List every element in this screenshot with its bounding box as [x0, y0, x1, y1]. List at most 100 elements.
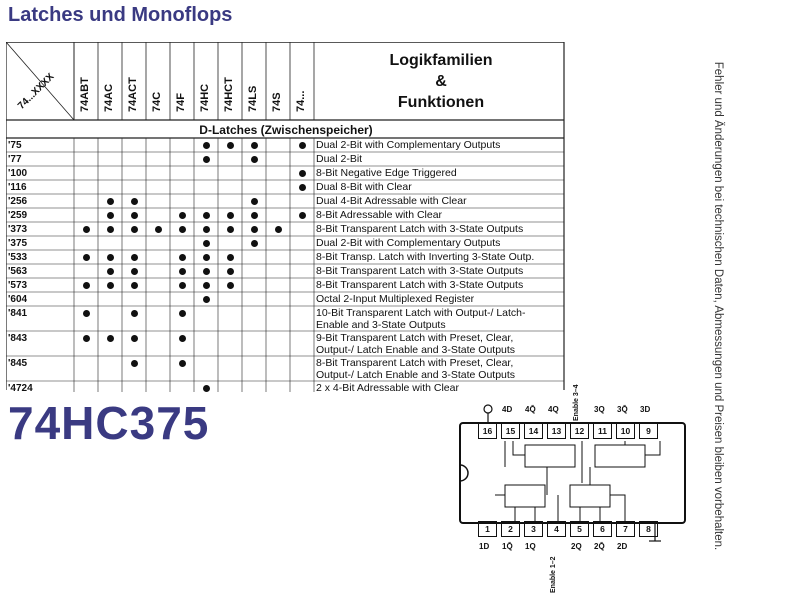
column-header: 74ACT — [127, 77, 139, 112]
availability-dot — [250, 155, 258, 163]
pin-number: 15 — [501, 423, 520, 439]
pin-label: 1Q̄ — [502, 542, 513, 551]
availability-dot — [130, 281, 138, 289]
availability-dot — [226, 253, 234, 261]
row-function-line: Output-/ Latch Enable and 3-State Output… — [316, 369, 516, 381]
row-function-line: Dual 2-Bit with Complementary Outputs — [316, 237, 501, 249]
row-function-line: 9-Bit Transparent Latch with Preset, Cle… — [316, 332, 514, 344]
pin-label: Enable 3–4 — [573, 384, 580, 421]
pin-label: Enable 1–2 — [550, 556, 557, 593]
row-function-line: 8-Bit Transp. Latch with Inverting 3-Sta… — [316, 251, 535, 263]
availability-dot — [202, 253, 210, 261]
availability-dot — [250, 239, 258, 247]
availability-dot — [202, 295, 210, 303]
row-id: '845 — [8, 358, 28, 369]
availability-dot — [202, 211, 210, 219]
availability-dot — [226, 225, 234, 233]
availability-dot — [106, 267, 114, 275]
availability-dot — [202, 155, 210, 163]
column-header: 74S — [271, 92, 283, 112]
availability-dot — [130, 335, 138, 342]
availability-dot — [178, 253, 186, 261]
row-function-line: 8-Bit Adressable with Clear — [316, 209, 443, 221]
logic-family-table: Logikfamilien & Funktionen D-Latches (Zw… — [6, 42, 566, 394]
availability-dot — [82, 281, 90, 289]
pin-label: 3Q̄ — [617, 405, 628, 414]
availability-dot — [82, 310, 90, 317]
availability-dot — [106, 225, 114, 233]
row-id: '373 — [8, 224, 28, 235]
availability-dot — [178, 281, 186, 289]
row-function: 8-Bit Transp. Latch with Inverting 3-Sta… — [316, 251, 534, 263]
row-function: 8-Bit Transparent Latch with 3-State Out… — [316, 223, 523, 235]
column-header: 74... — [295, 90, 307, 112]
pin-number: 1 — [478, 521, 497, 537]
pin-label: 4D — [502, 405, 513, 414]
row-id: '4724 — [8, 383, 33, 394]
legend-line-3: Funktionen — [397, 94, 485, 111]
availability-dot — [202, 225, 210, 233]
row-id: '77 — [8, 154, 22, 165]
row-function-line: Octal 2-Input Multiplexed Register — [316, 293, 475, 305]
availability-dot — [82, 225, 90, 233]
row-function-line: Enable and 3-State Outputs — [316, 319, 446, 331]
availability-dot — [298, 169, 306, 177]
row-function: 8-Bit Adressable with Clear — [316, 209, 442, 221]
row-function-line: 8-Bit Negative Edge Triggered — [316, 167, 457, 179]
row-id: '256 — [8, 196, 28, 207]
availability-dot — [130, 253, 138, 261]
row-id: '843 — [8, 333, 28, 344]
row-function-line: Dual 8-Bit with Clear — [316, 181, 412, 193]
availability-dot — [226, 141, 234, 149]
availability-dot — [202, 141, 210, 149]
legend-line-1: Logikfamilien — [389, 52, 493, 69]
row-id: '533 — [8, 252, 28, 263]
availability-dot — [178, 267, 186, 275]
pin-number: 11 — [593, 423, 612, 439]
row-id: '100 — [8, 168, 28, 179]
row-function: 8-Bit Transparent Latch with 3-State Out… — [316, 265, 523, 277]
row-function-line: Dual 2-Bit with Complementary Outputs — [316, 139, 501, 151]
row-function-line: 8-Bit Transparent Latch with 3-State Out… — [316, 265, 524, 277]
availability-dot — [178, 335, 186, 342]
row-function-line: 8-Bit Transparent Latch with 3-State Out… — [316, 279, 524, 291]
row-id: '75 — [8, 140, 22, 151]
row-id: '375 — [8, 238, 28, 249]
row-id: '563 — [8, 266, 28, 277]
availability-dot — [130, 360, 138, 367]
availability-dot — [202, 384, 210, 392]
row-function-line: Dual 4-Bit Adressable with Clear — [316, 195, 467, 207]
row-id: '116 — [8, 182, 27, 193]
column-header: 74AC — [103, 83, 115, 112]
row-function-line: 2 x 4-Bit Adressable with Clear — [316, 382, 459, 394]
legend-line-2: & — [435, 73, 447, 90]
availability-dot — [106, 335, 114, 342]
column-header: 74C — [151, 91, 163, 112]
row-function: Dual 8-Bit with Clear — [316, 181, 412, 193]
column-header: 74ABT — [79, 77, 91, 112]
pin-number: 8 — [639, 521, 658, 537]
pin-number: 10 — [616, 423, 635, 439]
pin-label: 4Q̄ — [525, 405, 536, 414]
row-function-line: Output-/ Latch Enable and 3-State Output… — [316, 344, 516, 356]
column-header: 74F — [175, 93, 187, 112]
availability-dot — [178, 360, 186, 367]
row-function: 2 x 4-Bit Adressable with Clear — [316, 382, 459, 394]
row-function: 8-Bit Transparent Latch with 3-State Out… — [316, 279, 523, 291]
row-id: '573 — [8, 280, 28, 291]
pin-number: 4 — [547, 521, 566, 537]
availability-dot — [178, 211, 186, 219]
availability-dot — [202, 239, 210, 247]
row-function-line: 8-Bit Transparent Latch with 3-State Out… — [316, 223, 524, 235]
row-id: '841 — [8, 308, 28, 319]
pin-label: 3Q — [594, 405, 605, 414]
column-header: 74HC — [199, 83, 211, 112]
availability-dot — [82, 335, 90, 342]
grid-line — [6, 42, 75, 121]
availability-dot — [130, 225, 138, 233]
availability-dot — [202, 281, 210, 289]
availability-dot — [130, 211, 138, 219]
disclaimer-text: Fehler und Änderungen bei technischen Da… — [712, 61, 724, 551]
pin-label: 1Q — [525, 542, 536, 551]
